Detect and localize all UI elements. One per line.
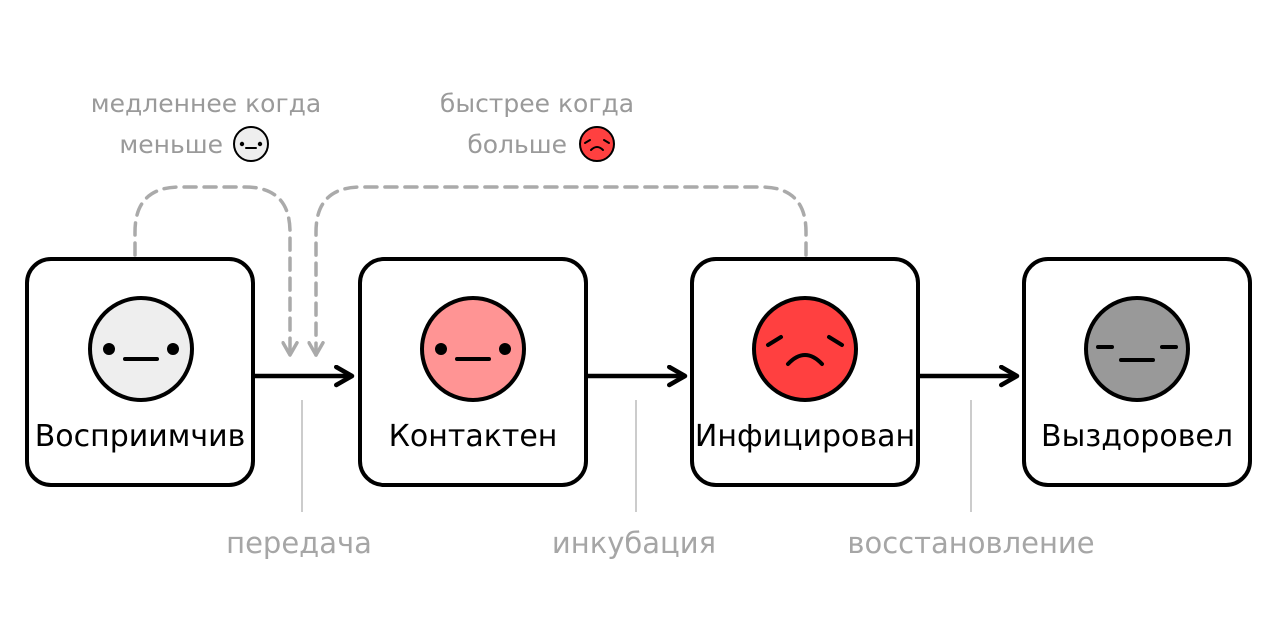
state-label-recovered: Выздоровел	[1041, 419, 1233, 454]
state-susceptible: Восприимчив	[25, 257, 255, 487]
transition-label-recovery: восстановление	[847, 526, 1094, 560]
neutral-face-icon	[88, 296, 194, 402]
face-circle	[1084, 296, 1190, 402]
note-slower-line1: медленнее когда	[91, 89, 321, 118]
state-label-infected: Инфицирован	[695, 419, 915, 454]
note-slower: медленнее когда меньше	[91, 89, 321, 162]
state-label-exposed: Контактен	[389, 419, 558, 454]
state-label-susceptible: Восприимчив	[35, 419, 246, 454]
sad-face-icon	[752, 296, 858, 402]
dashed-face-icon	[1084, 296, 1190, 402]
transition-label-transmission: передача	[226, 526, 372, 560]
transition-label-incubation: инкубация	[552, 526, 716, 560]
faster-feedback-path	[307, 185, 808, 357]
sad-face-icon	[579, 126, 615, 162]
face-circle	[752, 296, 858, 402]
note-faster: быстрее когда больше	[440, 89, 634, 162]
state-infected: Инфицирован	[690, 257, 920, 487]
neutral-face-icon	[420, 296, 526, 402]
state-exposed: Контактен	[358, 257, 588, 487]
face-circle	[88, 296, 194, 402]
slower-feedback-path	[133, 185, 299, 357]
face-circle	[420, 296, 526, 402]
note-slower-line2: меньше	[119, 130, 223, 159]
state-recovered: Выздоровел	[1022, 257, 1252, 487]
note-faster-line1: быстрее когда	[440, 89, 634, 118]
note-faster-line2: больше	[467, 130, 567, 159]
neutral-face-icon	[233, 126, 269, 162]
